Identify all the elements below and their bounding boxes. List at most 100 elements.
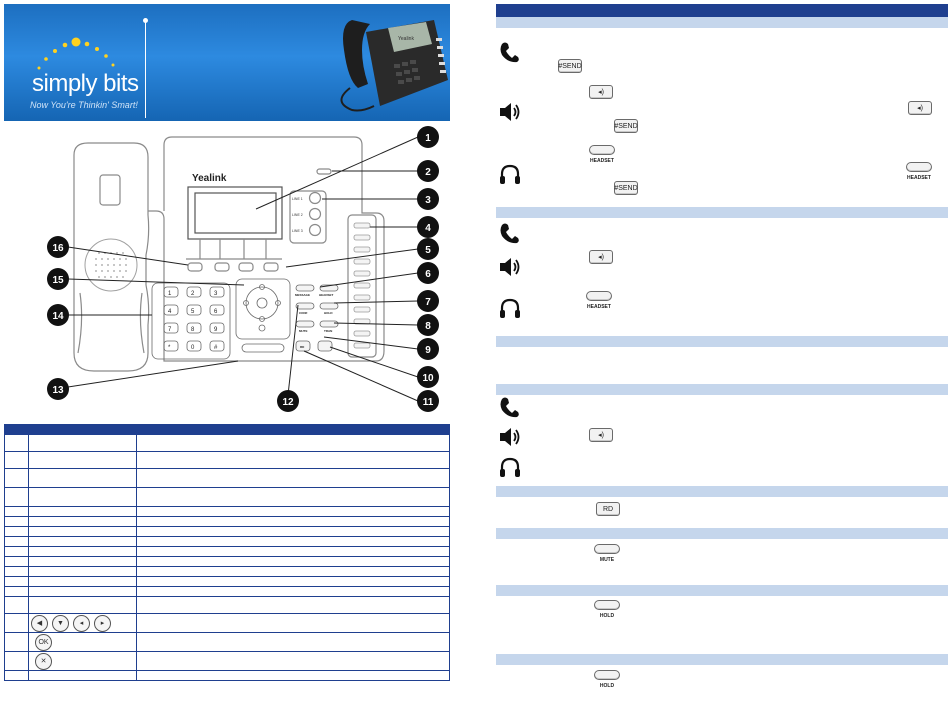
label-message: MESSAGE [295,293,310,297]
logo-dots-icon [37,37,115,70]
table-row [4,556,450,567]
label-hold: HOLD [324,311,333,315]
mute-key [594,544,620,554]
hold-key [594,600,620,610]
headset-icon [500,298,520,318]
handset-icon [500,42,519,63]
table-row [4,434,450,452]
keypad-key-0: 0 [191,345,195,351]
callout-3: 3 [425,195,431,206]
right-header-bar [496,4,948,17]
callout-4: 4 [425,223,431,234]
cancel-key-icon: ✕ [35,652,52,670]
headset-icon [500,164,520,184]
table-header-cell [4,424,29,435]
keypad-key-2: 2 [191,291,195,297]
mute-key-label: MUTE [599,557,615,563]
table-header-cell [136,424,450,435]
table-row [4,576,450,587]
callout-7: 7 [425,297,431,308]
table-row [4,506,450,517]
callout-16: 16 [52,243,64,254]
headset-key-label: HEADSET [590,158,614,164]
table-row [4,451,450,469]
redial-key: RD [596,502,620,516]
speaker-key: ◂) [589,428,613,442]
simplybits-banner: simply bits Now You're Thinkin' Smart! Y… [4,4,450,121]
banner-divider [145,20,146,118]
label-rd: RD [300,345,305,349]
speaker-key: ◂) [589,85,613,99]
section-bar-place-call [496,17,948,28]
callout-8: 8 [425,321,431,332]
table-row [4,546,450,557]
keypad-key-5: 5 [191,309,195,315]
section-bar-answer-call [496,207,948,218]
table-row [4,596,450,614]
table-row [4,468,450,488]
handset-icon [500,397,519,418]
section-bar-redial [496,486,948,497]
table-row [4,670,450,681]
table-row [4,516,450,527]
nav-left-small-icon: ◂ [73,614,90,632]
key-description-table: ◀ ▼ ◂ ▸ OK ✕ [4,424,450,681]
callout-14: 14 [52,311,64,322]
keypad-key-8: 8 [191,327,195,333]
handset-icon [500,223,519,244]
send-key: #SEND [614,119,638,133]
hold-key [594,670,620,680]
send-key: #SEND [614,181,638,195]
ok-key-icon: OK [35,633,52,651]
keypad-key-7: 7 [168,327,172,333]
section-bar-3 [496,336,948,347]
banner-phone-image: Yealink [340,20,448,112]
table-row [4,566,450,577]
speaker-icon [500,103,520,121]
send-key: #SEND [558,59,582,73]
nav-left-icon: ◀ [31,614,48,632]
callout-1: 1 [425,133,431,144]
table-row [4,487,450,507]
keypad-key-3: 3 [214,291,218,297]
section-bar-hold [496,585,948,596]
label-mute: MUTE [299,329,308,333]
speaker-icon [500,258,520,276]
nav-down-icon: ▼ [52,614,69,632]
table-row [4,526,450,537]
table-header-cell [28,424,137,435]
banner-phone-brand: Yealink [398,36,414,42]
section-bar-8 [496,654,948,665]
callout-10: 10 [422,373,434,384]
headset-key-label: HEADSET [587,304,611,310]
hold-key-label: HOLD [599,613,615,619]
label-tran: TRAN [324,329,332,333]
speaker-key: ◂) [908,101,932,115]
callout-9: 9 [425,345,431,356]
section-bar-mute [496,528,948,539]
callout-13: 13 [52,385,64,396]
table-row [4,536,450,547]
callout-12: 12 [282,397,294,408]
label-headset: HEADSET [319,293,334,297]
banner-tagline: Now You're Thinkin' Smart! [30,100,138,110]
speaker-icon [500,428,520,446]
section-bar-end-call [496,384,948,395]
table-row [4,586,450,597]
keypad-key-hash: # [214,345,218,351]
callout-2: 2 [425,167,431,178]
callout-5: 5 [425,245,431,256]
phone-diagram: Yealink LINE 1 LINE 2 LINE 3 1 2 3 4 5 6… [47,126,439,412]
nav-right-icon: ▸ [94,614,111,632]
keypad-key-6: 6 [214,309,218,315]
table-header-row [4,424,450,435]
callout-6: 6 [425,269,431,280]
banner-divider-dot [143,18,148,23]
headset-key [589,145,615,155]
keypad-key-star: * [168,345,171,351]
line-key-2-label: LINE 2 [292,213,303,217]
line-key-1-label: LINE 1 [292,197,303,201]
callout-15: 15 [52,275,64,286]
banner-brand: simply bits [32,70,139,97]
headset-icon [500,457,520,477]
